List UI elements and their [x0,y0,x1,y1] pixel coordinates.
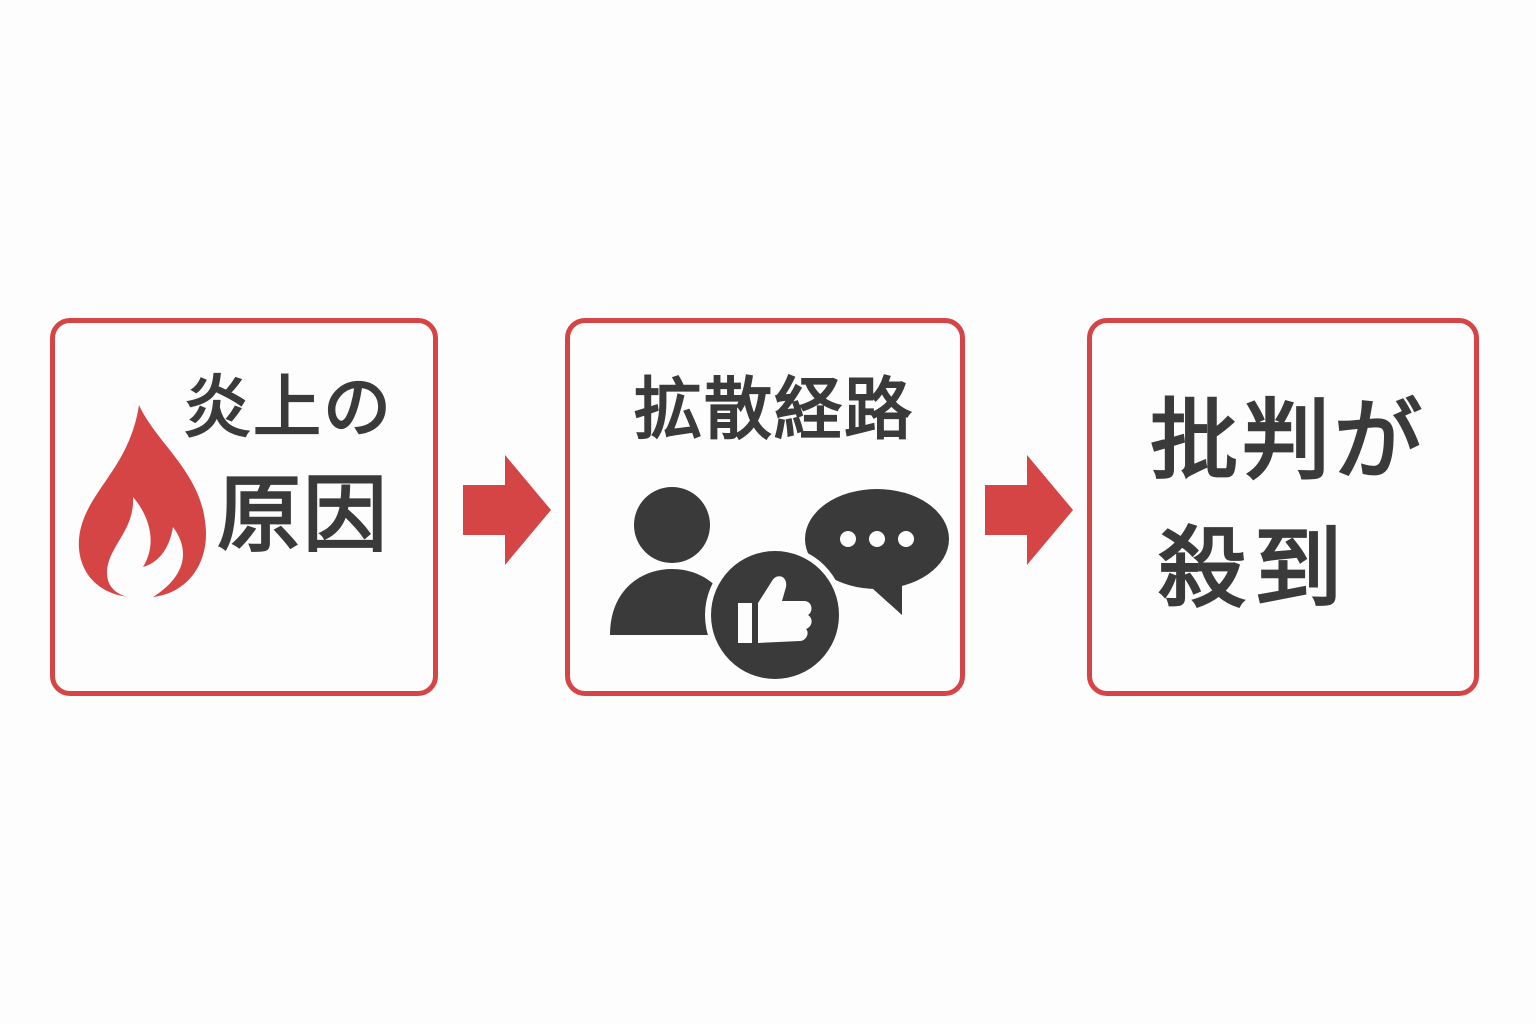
thumbs-up-icon [705,545,845,685]
speech-bubble-icon [805,489,949,615]
step-criticism-box: 批判が 殺到 [1087,318,1479,696]
step-criticism-label-line2: 殺到 [1158,517,1351,620]
step-spread-label: 拡散経路 [634,371,915,450]
step-cause-label-line2: 原因 [217,466,390,564]
step-criticism-label-line1: 批判が [1150,389,1427,492]
arrow-right-icon [463,455,551,565]
flame-icon [78,405,206,597]
step-cause-box: 炎上の 原因 [50,318,438,696]
arrow-right-icon [985,455,1073,565]
step-spread-box: 拡散経路 [565,318,965,696]
step-cause-label-line1: 炎上の [183,369,394,448]
person-icon [610,487,734,635]
spread-icons [610,487,949,685]
